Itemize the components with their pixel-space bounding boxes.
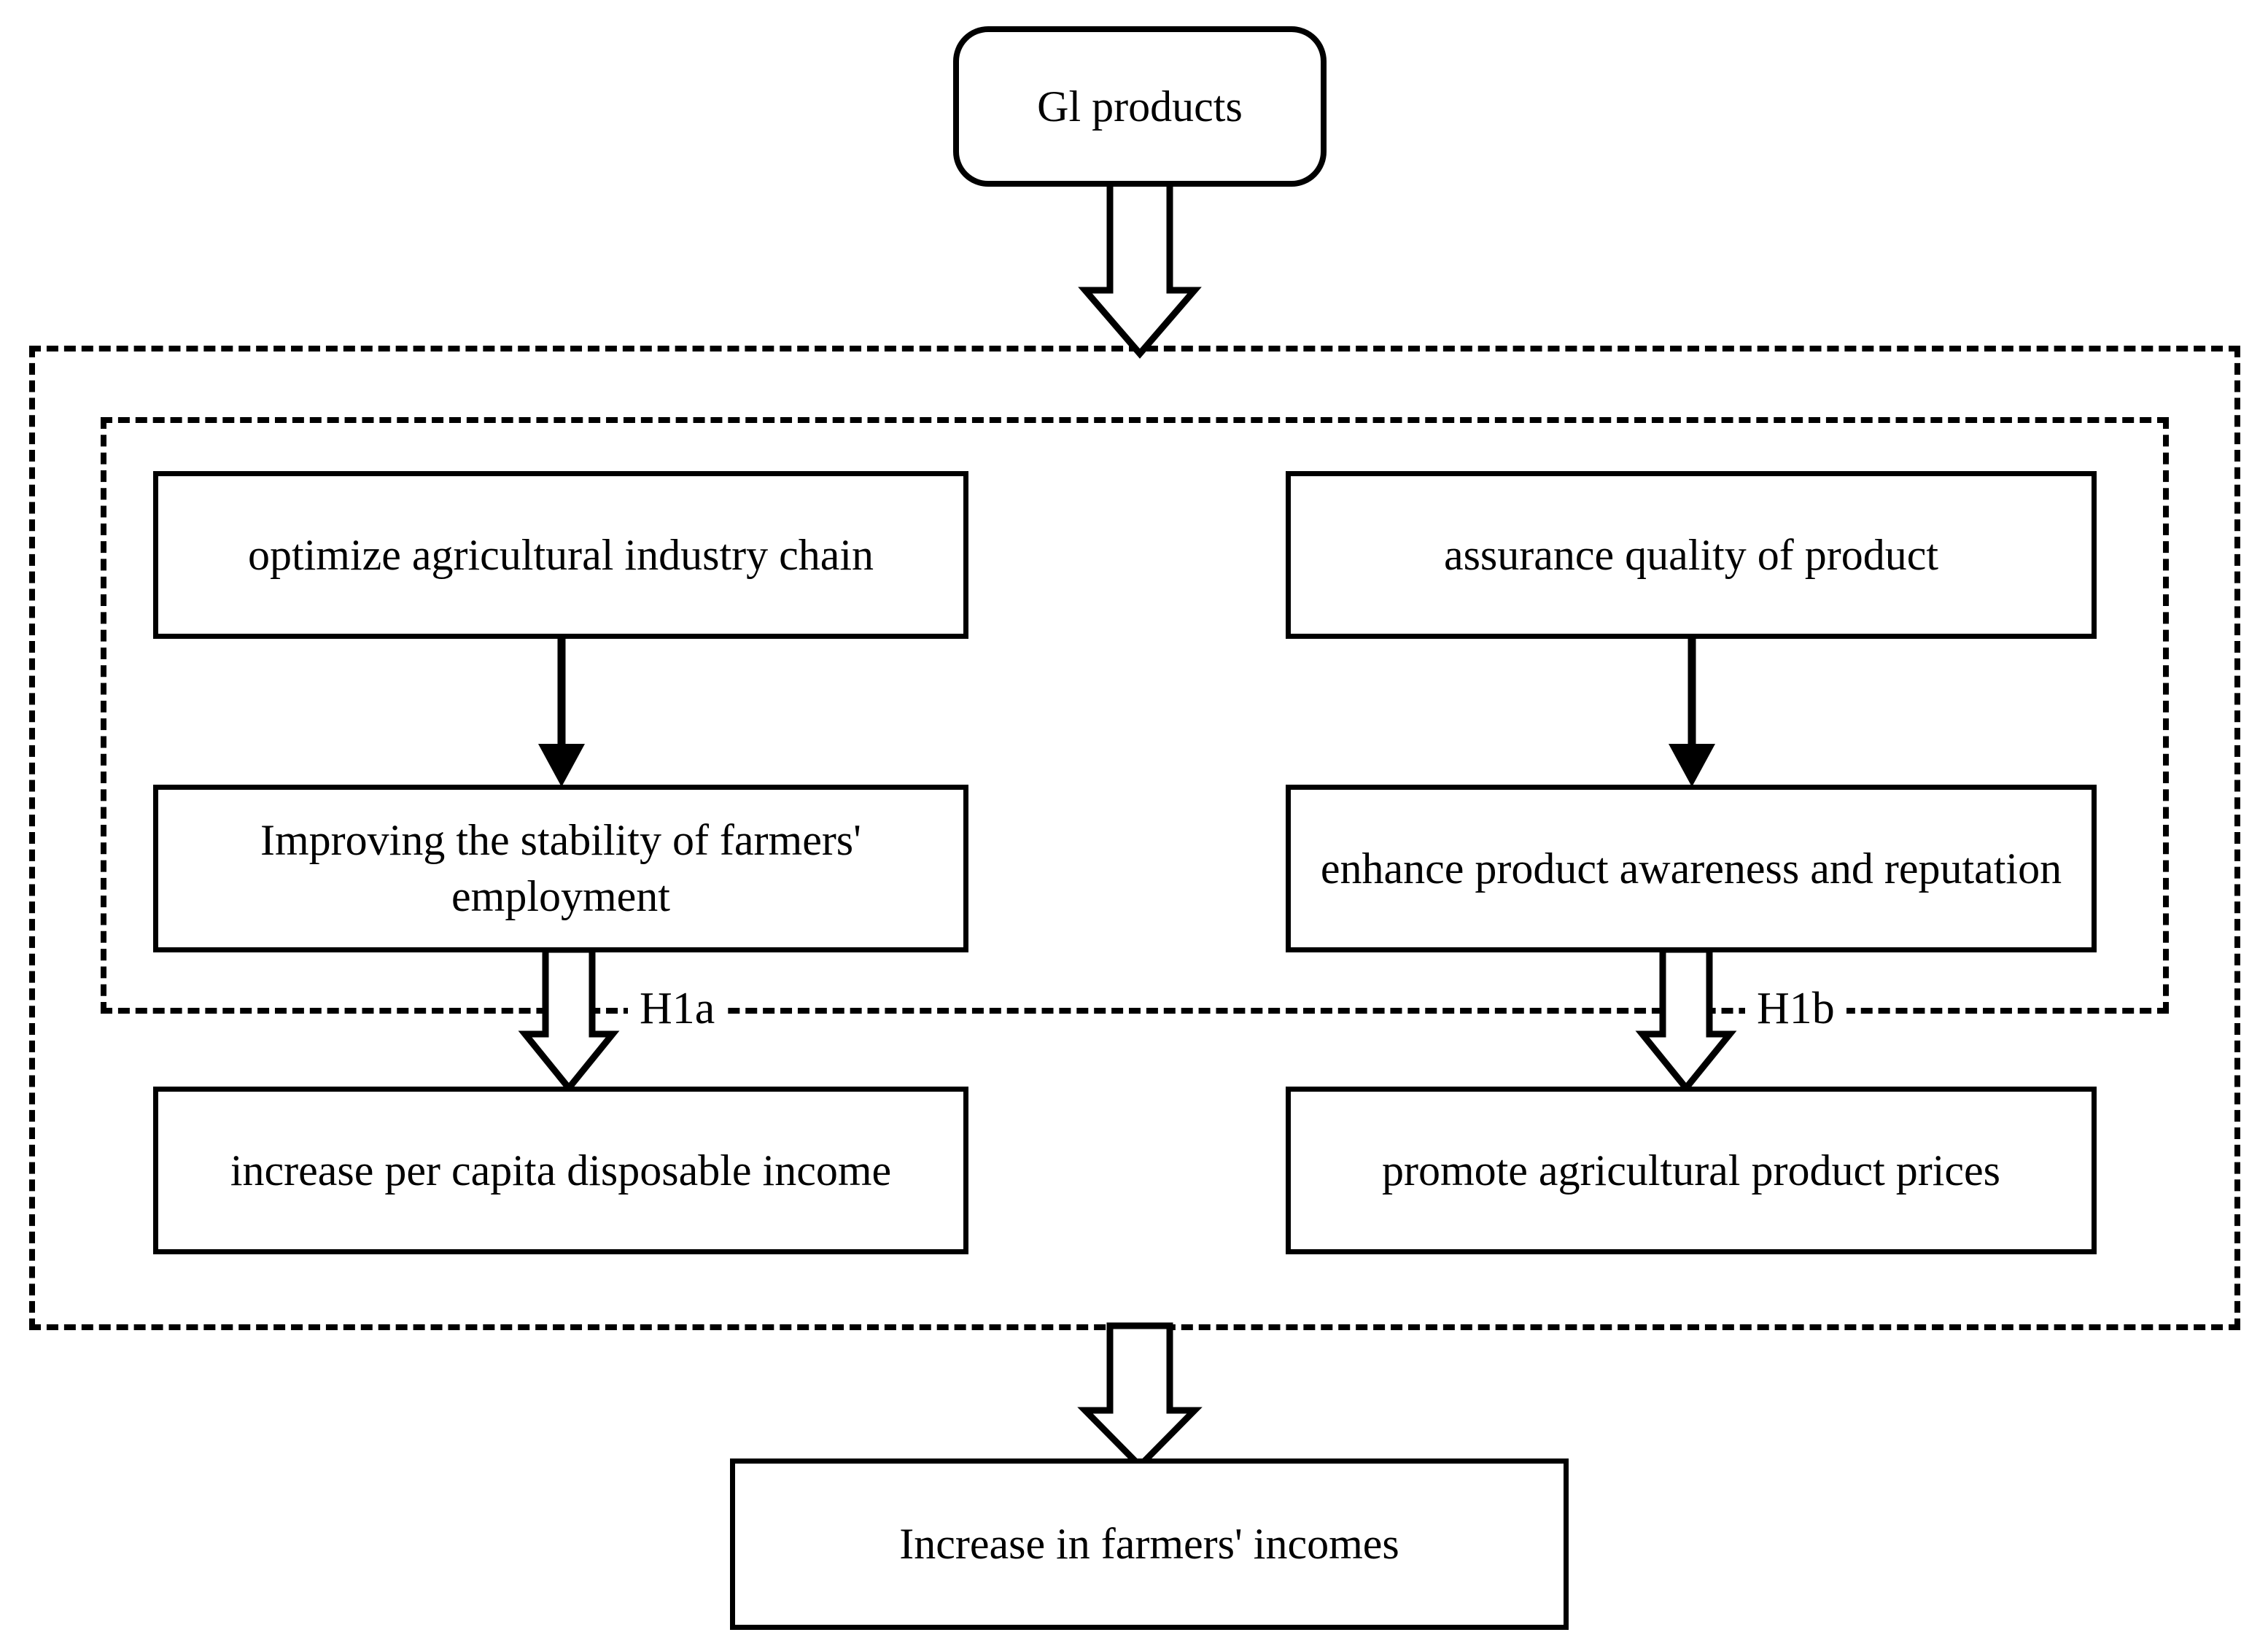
node-assurance-quality-of-product[interactable]: assurance quality of product bbox=[1286, 471, 2097, 639]
arrow-group-to-farmer-income bbox=[1077, 1322, 1225, 1472]
arrow-awareness-to-product-prices bbox=[1635, 946, 1772, 1094]
node-assurance-quality-label: assurance quality of product bbox=[1443, 530, 1939, 579]
node-increase-per-capita-disposable-income[interactable]: increase per capita disposable income bbox=[153, 1087, 968, 1254]
arrow-gi-products-to-group bbox=[1078, 179, 1225, 359]
node-product-prices-label: promote agricultural product prices bbox=[1381, 1146, 2001, 1195]
node-optimize-agricultural-industry-chain[interactable]: optimize agricultural industry chain bbox=[153, 471, 968, 639]
node-farmer-income-label: Increase in farmers' incomes bbox=[899, 1520, 1399, 1569]
node-stability-employment-label: Improving the stability of farmers' empl… bbox=[260, 816, 861, 920]
node-awareness-reputation-label: enhance product awareness and reputation bbox=[1320, 844, 2062, 893]
hypothesis-label-h1a: H1a bbox=[628, 986, 727, 1031]
node-gi-products-label: Gl products bbox=[1037, 82, 1243, 131]
inner-dashed-group bbox=[101, 417, 2169, 1014]
arrow-employment-to-disposable-income bbox=[518, 946, 655, 1094]
hypothesis-label-h1b: H1b bbox=[1745, 986, 1846, 1031]
node-promote-agricultural-product-prices[interactable]: promote agricultural product prices bbox=[1286, 1087, 2097, 1254]
arrow-assurance-quality-to-awareness bbox=[1669, 636, 1758, 789]
node-optimize-chain-label: optimize agricultural industry chain bbox=[247, 530, 874, 579]
arrow-optimize-chain-to-employment bbox=[538, 636, 627, 789]
node-gi-products[interactable]: Gl products bbox=[953, 26, 1327, 187]
node-increase-in-farmers-incomes[interactable]: Increase in farmers' incomes bbox=[730, 1458, 1569, 1630]
node-disposable-income-label: increase per capita disposable income bbox=[230, 1146, 892, 1195]
node-enhance-product-awareness-and-reputation[interactable]: enhance product awareness and reputation bbox=[1286, 785, 2097, 952]
node-improving-stability-of-farmers-employment[interactable]: Improving the stability of farmers' empl… bbox=[153, 785, 968, 952]
